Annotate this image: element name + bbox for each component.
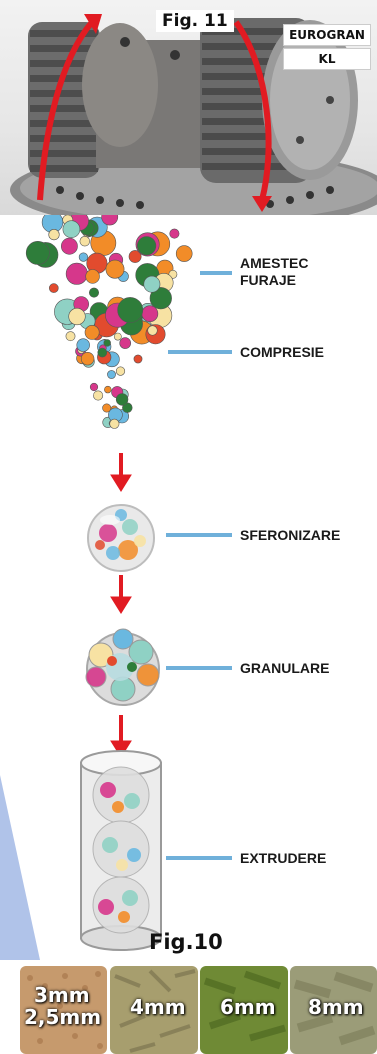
pellet-size-label-2-5mm: 2,5mm — [24, 1005, 102, 1029]
feed-particle — [102, 403, 112, 413]
feed-particle — [80, 352, 95, 366]
figure-10-label: Fig.10 — [149, 930, 223, 954]
pellet-size-label-3mm: 3mm — [34, 983, 90, 1007]
feed-particle — [48, 229, 60, 241]
feed-particle — [115, 366, 126, 376]
feed-particle — [104, 385, 112, 394]
feed-particle — [175, 245, 193, 262]
pellet-size-label-4mm: 4mm — [130, 995, 186, 1019]
feed-particle — [97, 347, 108, 358]
pellet-sample-3mm: 3mm 2,5mm — [20, 966, 107, 1054]
feed-particle — [119, 337, 131, 349]
pellet-sample-6mm: 6mm — [200, 966, 288, 1054]
brand-name: EUROGRAN — [283, 24, 371, 46]
decorative-wedge — [0, 775, 40, 960]
feed-particle — [128, 250, 142, 263]
feed-particle — [62, 220, 81, 238]
spheronized-pellet — [87, 504, 155, 572]
feed-particle — [109, 418, 120, 429]
pellet-texture — [110, 966, 198, 1054]
pellet-size-label-6mm: 6mm — [220, 995, 276, 1019]
feed-particle — [107, 370, 116, 379]
feed-particle — [113, 332, 122, 341]
feed-particle — [133, 354, 143, 364]
feed-particle — [115, 393, 129, 406]
machine-photo: Fig. 11 EUROGRAN KL — [0, 0, 377, 215]
feed-particle — [122, 402, 133, 413]
step-label-feed-mix-line1: AMESTEC — [240, 255, 309, 271]
step-label-granulation: GRANULARE — [240, 660, 330, 676]
pelleting-process-diagram: AMESTEC FURAJE COMPRESIE SFERONIZARE GRA… — [0, 208, 377, 960]
feed-particle — [89, 382, 99, 392]
step-label-compression: COMPRESIE — [240, 344, 325, 360]
pellet-texture — [290, 966, 377, 1054]
feed-particle — [65, 262, 88, 285]
feed-particle — [143, 275, 161, 293]
pellet-texture — [200, 966, 288, 1054]
feed-particle — [61, 237, 78, 255]
feed-particle — [117, 297, 144, 323]
process-illustration — [0, 208, 232, 960]
feed-particle — [103, 339, 111, 347]
brand-model: KL — [283, 48, 371, 70]
feed-particle — [141, 305, 159, 322]
pellet-texture — [20, 966, 107, 1054]
step-label-spheronization: SFERONIZARE — [240, 527, 341, 543]
pellet-sample-4mm: 4mm — [110, 966, 198, 1054]
feed-particle — [25, 241, 50, 265]
feed-particle — [65, 331, 76, 342]
pellet-size-label-8mm: 8mm — [308, 995, 364, 1019]
feed-particle — [93, 390, 104, 401]
feed-particle — [85, 269, 100, 284]
feed-particle — [89, 287, 100, 298]
feed-mix-particles — [25, 208, 193, 429]
feed-particle — [169, 228, 180, 239]
step-label-feed-mix: AMESTEC FURAJE — [240, 255, 308, 289]
feed-particle — [137, 236, 157, 256]
feed-particle — [78, 252, 88, 262]
pellet-sample-8mm: 8mm — [290, 966, 377, 1054]
feed-particle — [68, 307, 86, 326]
feed-particle — [76, 338, 90, 352]
step-label-feed-mix-line2: FURAJE — [240, 272, 297, 288]
feed-particle — [147, 325, 158, 336]
step-label-extrusion: EXTRUDERE — [240, 850, 327, 866]
feed-particle — [105, 259, 125, 279]
extruded-pellet-cylinder — [80, 750, 162, 951]
feed-particle — [149, 287, 172, 310]
feed-particle — [48, 283, 59, 293]
process-arrows — [110, 453, 132, 758]
feed-particle — [84, 325, 100, 340]
figure-11-label: Fig. 11 — [156, 10, 234, 32]
feed-particle — [79, 236, 91, 247]
granulated-pellet — [85, 628, 160, 706]
